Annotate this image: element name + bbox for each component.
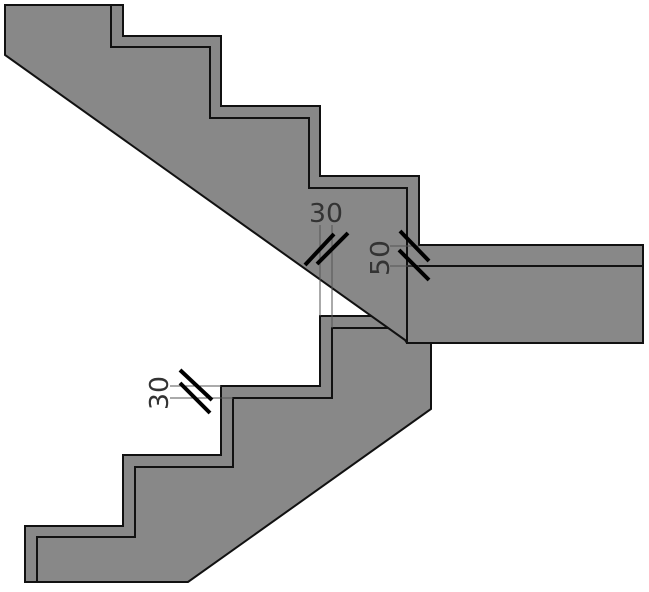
dimension-tick <box>178 381 212 415</box>
dimension-tick <box>315 231 350 266</box>
dimension-landing-50: 50 <box>366 229 431 282</box>
dimension-tick <box>397 248 431 282</box>
upper-flight-concrete <box>4 4 644 344</box>
dimension-label: 30 <box>145 376 175 410</box>
lower-flight-concrete <box>24 315 432 583</box>
dimension-tick <box>398 229 431 263</box>
dimension-lower-30: 30 <box>145 368 233 415</box>
dimension-label: 50 <box>366 240 396 276</box>
dimension-tick <box>303 232 336 267</box>
dimension-upper-30: 30 <box>303 199 350 328</box>
upper-flight-structural-line <box>110 5 408 343</box>
dimension-tick <box>178 368 214 402</box>
lower-flight-structural-line <box>36 327 390 582</box>
dimension-label: 30 <box>309 199 343 229</box>
